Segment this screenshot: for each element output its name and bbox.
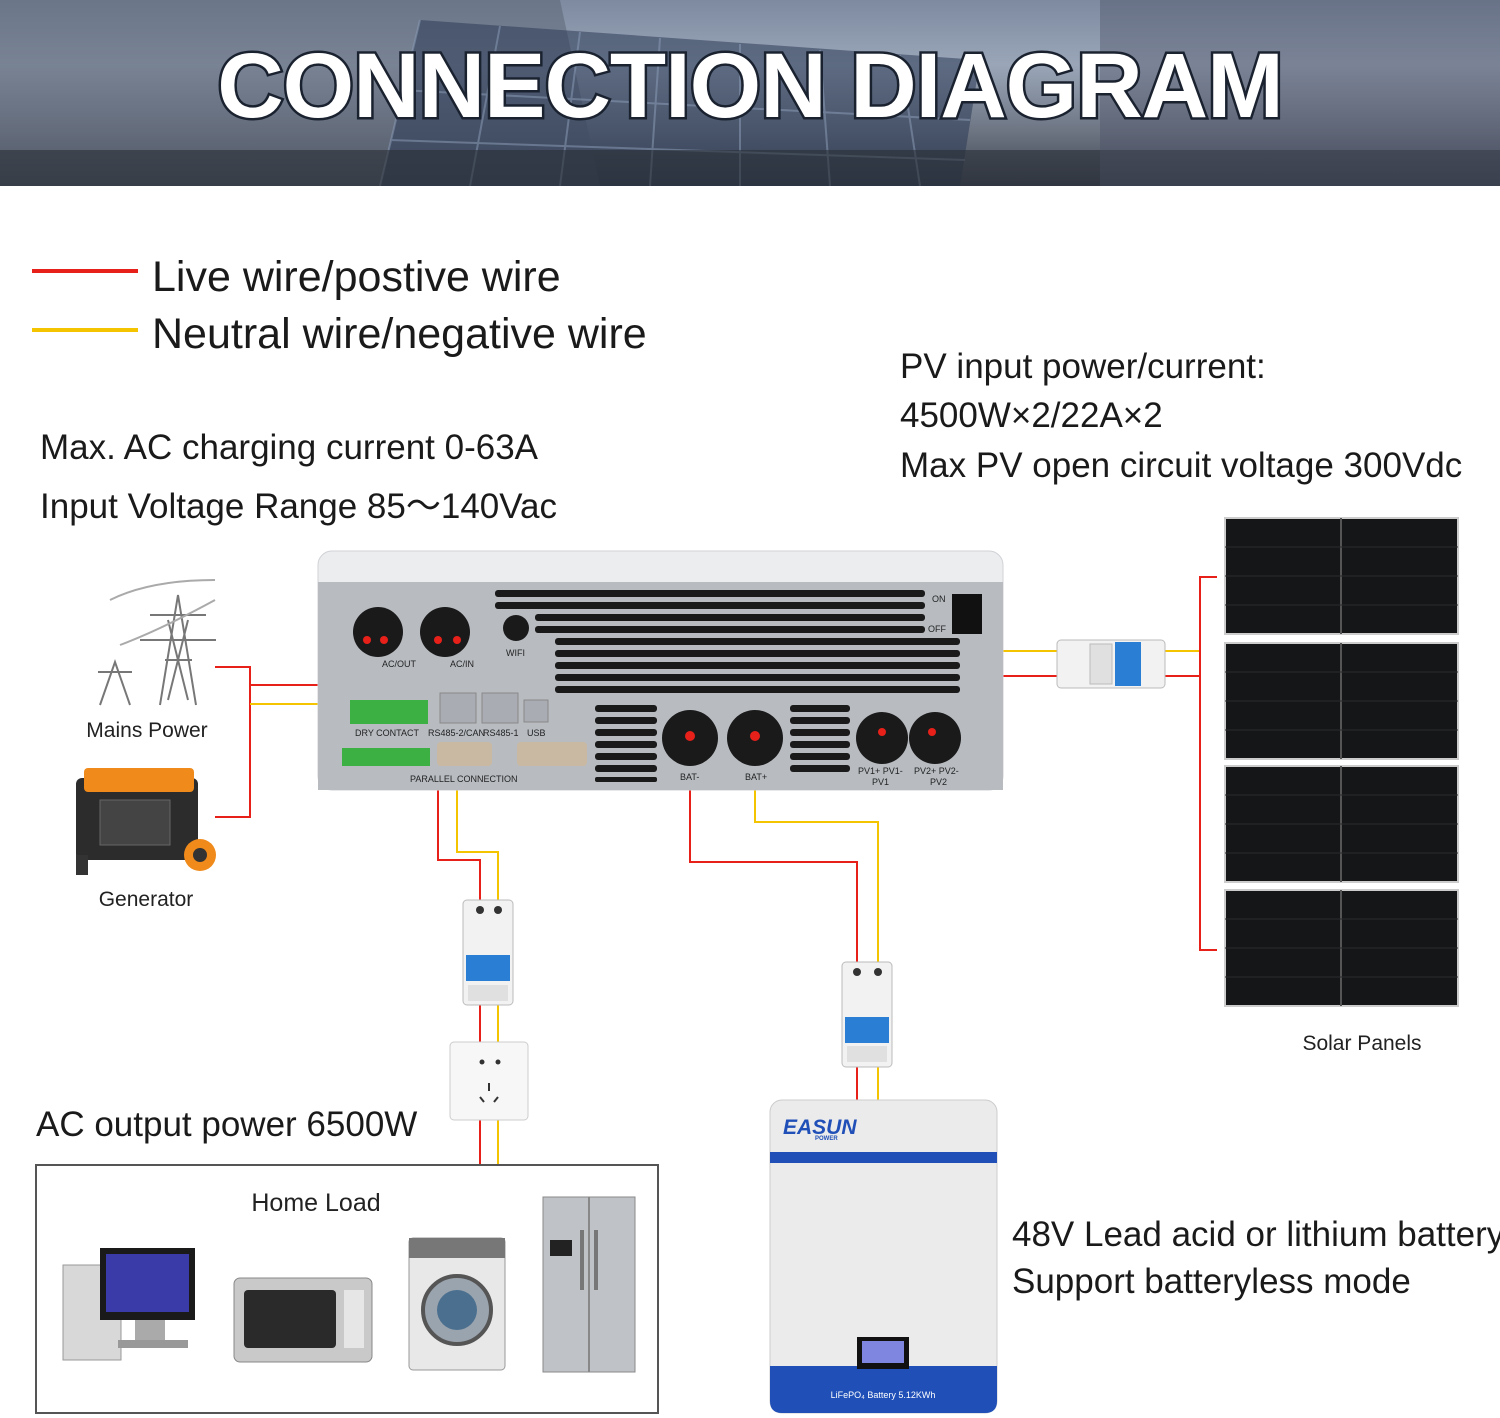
- solar-panels: [1224, 517, 1459, 1007]
- pv1-terminal: [856, 712, 908, 764]
- neutral-wire-swatch: [32, 328, 138, 332]
- battery-negative-wire: [689, 738, 858, 962]
- wall-socket-icon: [449, 1041, 529, 1121]
- pv2-terminal: [909, 712, 961, 764]
- solar-bus-wire: [1199, 576, 1217, 951]
- rs485-label: RS485-1: [483, 728, 519, 738]
- battery-unit: EASUN POWER LiFePO₄ Battery 5.12KWh: [769, 1099, 998, 1414]
- inverter-vents: [495, 590, 960, 782]
- batteryless-spec: Support batteryless mode: [1012, 1262, 1411, 1301]
- parallel-label: PARALLEL CONNECTION: [410, 774, 518, 784]
- generator-icon: [76, 768, 216, 875]
- generator-label: Generator: [99, 888, 194, 911]
- refrigerator-icon: [542, 1196, 636, 1373]
- ac-out-terminal: [353, 607, 403, 657]
- home-load-label: Home Load: [251, 1189, 380, 1217]
- on-label: ON: [932, 594, 946, 604]
- dry-contact-block: [350, 700, 428, 724]
- dry-contact-label: DRY CONTACT: [355, 728, 420, 738]
- bat-plus-label: BAT+: [745, 772, 767, 782]
- wifi-port: [503, 615, 529, 641]
- rs485-can-label: RS485-2/CAN: [428, 728, 485, 738]
- oven-icon: [233, 1277, 373, 1363]
- ac-breaker: [462, 899, 514, 1006]
- pv-voltage-spec: Max PV open circuit voltage 300Vdc: [900, 446, 1463, 485]
- battery-brand-sub: POWER: [815, 1136, 838, 1142]
- usb-label: USB: [527, 728, 546, 738]
- solar-panels-label: Solar Panels: [1302, 1032, 1421, 1055]
- ac-out-label: AC/OUT: [382, 659, 417, 669]
- ac-output-spec: AC output power 6500W: [36, 1105, 418, 1144]
- pv1-label: PV1: [872, 777, 889, 787]
- mains-power-label: Mains Power: [86, 719, 207, 742]
- input-voltage-spec: Input Voltage Range 85～140Vac: [40, 487, 557, 526]
- ac-in-terminal: [420, 607, 470, 657]
- legend-live-label: Live wire/postive wire: [152, 253, 561, 301]
- pv-input-spec-title: PV input power/current:: [900, 347, 1266, 386]
- bat-minus-label: BAT-: [680, 772, 699, 782]
- inverter: ON OFF AC/OUT AC/IN WIFI DRY CONTACT RS4…: [317, 550, 1004, 791]
- power-tower-icon: [98, 579, 216, 706]
- pv2-label: PV2: [930, 777, 947, 787]
- pv2-terms-label: PV2+ PV2-: [914, 766, 959, 776]
- legend-neutral-label: Neutral wire/negative wire: [152, 310, 647, 358]
- power-switch[interactable]: [952, 594, 982, 634]
- ac-charging-spec: Max. AC charging current 0-63A: [40, 428, 539, 467]
- pv1-terms-label: PV1+ PV1-: [858, 766, 903, 776]
- header-banner: CONNECTION DIAGRAM: [0, 0, 1500, 186]
- battery-caption: LiFePO₄ Battery 5.12KWh: [831, 1390, 936, 1400]
- battery-brand: EASUN: [783, 1116, 857, 1139]
- home-load-box: [35, 1164, 659, 1414]
- ac-in-label: AC/IN: [450, 659, 474, 669]
- computer-icon: [62, 1248, 195, 1361]
- battery-type-spec: 48V Lead acid or lithium battery: [1012, 1215, 1500, 1254]
- live-wire-swatch: [32, 269, 138, 273]
- battery-breaker: [841, 961, 893, 1068]
- banner-building-image: [0, 0, 1500, 186]
- off-label: OFF: [928, 624, 946, 634]
- pv-power-spec: 4500W×2/22A×2: [900, 396, 1163, 435]
- source-live-wire: [215, 666, 251, 818]
- pv-breaker: [1056, 639, 1166, 689]
- wifi-label: WIFI: [506, 648, 525, 658]
- washing-machine-icon: [408, 1237, 506, 1371]
- page-title: CONNECTION DIAGRAM: [215, 35, 1287, 137]
